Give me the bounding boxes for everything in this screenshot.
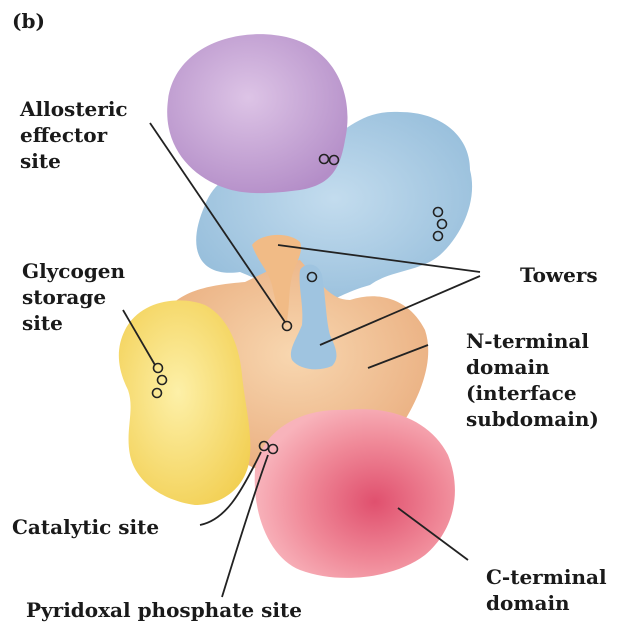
towers-label: Towers <box>520 262 598 288</box>
n-terminal-label-line-4: subdomain) <box>466 406 599 432</box>
panel-label: (b) <box>12 8 45 34</box>
allosteric-label-line-3: site <box>20 148 128 174</box>
allosteric-label-line-2: effector <box>20 122 128 148</box>
allosteric-label-line-1: Allosteric <box>20 96 128 122</box>
c-terminal-label-line-2: domain <box>486 590 607 616</box>
glycogen-label-line-3: site <box>22 310 125 336</box>
allosteric-label: Allosteric effector site <box>20 96 128 174</box>
catalytic-label: Catalytic site <box>12 514 159 540</box>
n-terminal-label: N-terminal domain (interface subdomain) <box>466 328 599 432</box>
glycogen-label-line-1: Glycogen <box>22 258 125 284</box>
c-terminal-label: C-terminal domain <box>486 564 607 616</box>
n-terminal-label-line-1: N-terminal <box>466 328 599 354</box>
pink-domain <box>255 409 455 578</box>
n-terminal-label-line-3: (interface <box>466 380 599 406</box>
glycogen-label-line-2: storage <box>22 284 125 310</box>
c-terminal-label-line-1: C-terminal <box>486 564 607 590</box>
pyridoxal-label: Pyridoxal phosphate site <box>26 597 302 623</box>
n-terminal-label-line-2: domain <box>466 354 599 380</box>
purple-domain <box>167 34 347 193</box>
glycogen-label: Glycogen storage site <box>22 258 125 336</box>
